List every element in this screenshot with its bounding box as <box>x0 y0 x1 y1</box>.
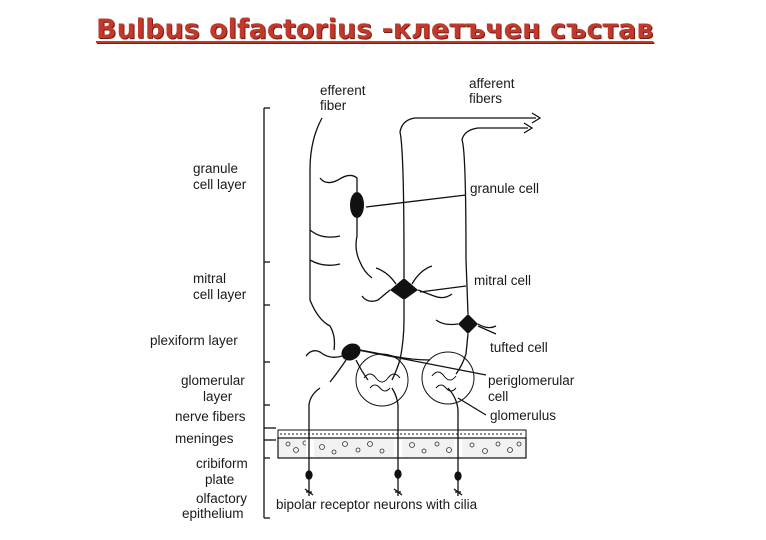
glomeruli <box>355 351 475 407</box>
efferent-fiber-label: efferent fiber <box>320 83 369 113</box>
granule-cell <box>319 174 373 279</box>
receptor-neurons <box>304 387 463 496</box>
mitral-cell-label: mitral cell <box>474 273 531 288</box>
afferent-fibers <box>523 112 542 134</box>
mitral-cell-layer-label: mitral cell layer <box>193 271 247 302</box>
layer-labels: granule cell layer mitral cell layer ple… <box>150 161 252 521</box>
annotation-labels: efferent fiber afferent fibers granule c… <box>276 76 578 512</box>
slide-title: Bulbus olfactorius -клетъчен състав <box>96 14 654 45</box>
nerve-fibers-label: nerve fibers <box>175 409 246 424</box>
mitral-cell <box>361 117 536 381</box>
cribriform-plate <box>277 429 527 459</box>
periglomerular-cell-label: periglomerular cell <box>488 373 578 404</box>
afferent-fibers-label: afferent fibers <box>469 76 518 106</box>
pointer-lines <box>357 194 497 416</box>
tufted-cell-label: tufted cell <box>490 340 548 355</box>
olfactory-epithelium-label: olfactory epithelium <box>182 491 251 521</box>
tufted-cell <box>435 127 528 375</box>
efferent-fiber <box>309 117 341 351</box>
bipolar-receptor-neurons-label: bipolar receptor neurons with cilia <box>276 497 478 512</box>
granule-cell-layer-label: granule cell layer <box>193 161 247 192</box>
cribriform-plate-label: cribiform plate <box>196 456 252 487</box>
meninges-label: meninges <box>175 431 234 446</box>
plexiform-layer-label: plexiform layer <box>150 333 238 348</box>
glomerular-layer-label: glomerular layer <box>181 373 249 404</box>
granule-cell-label: granule cell <box>470 181 539 196</box>
glomerulus-label: glomerulus <box>490 408 556 423</box>
layer-scale-bar <box>263 107 276 519</box>
